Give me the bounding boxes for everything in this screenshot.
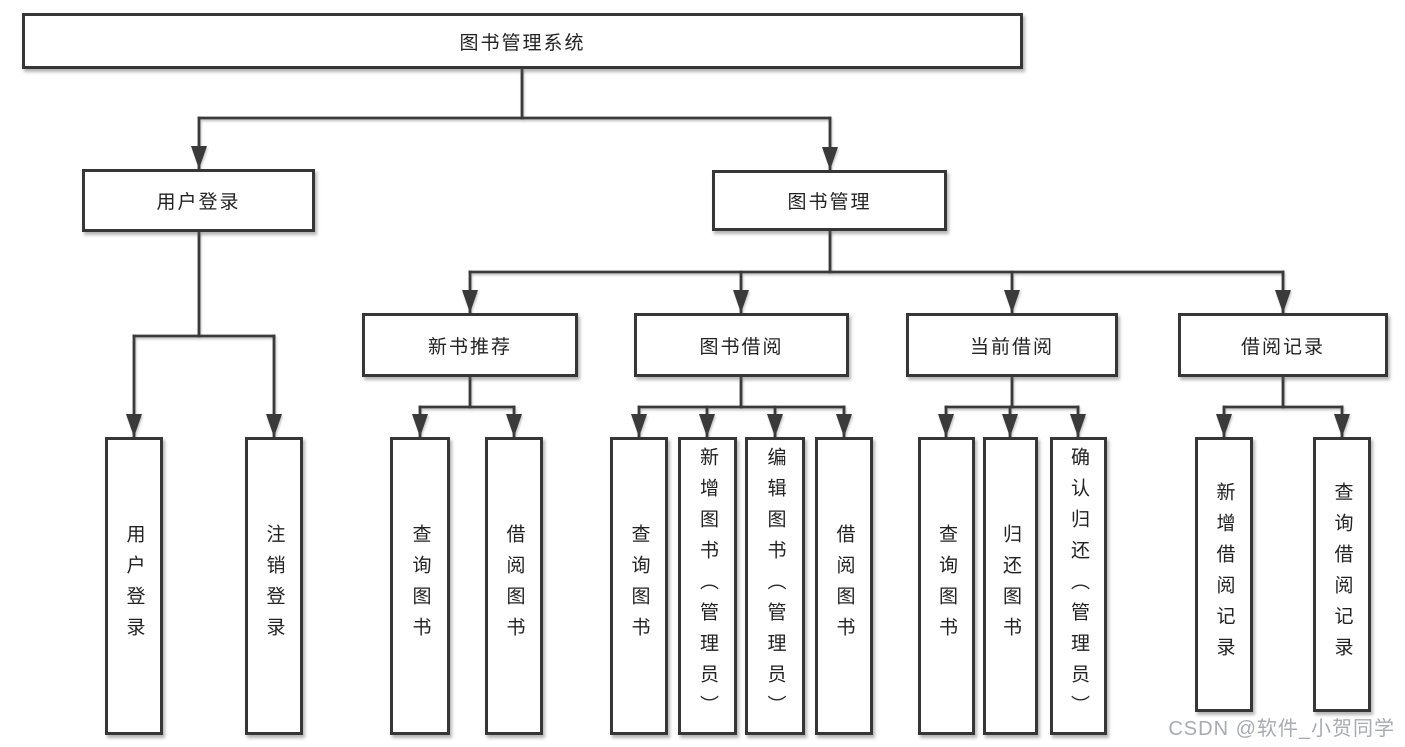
- leaf-label: 归还图书: [1000, 524, 1021, 648]
- node-label: 当前借阅: [969, 336, 1054, 358]
- leaf-label: 编辑图书（管理员）: [764, 446, 786, 726]
- leaf-label: 查询借阅记录: [1331, 481, 1353, 668]
- node-book-borrowing: 图书借阅: [634, 313, 849, 377]
- leaf-label: 查询图书: [628, 524, 650, 648]
- leaf-borrow-add-admin: 新增图书（管理员）: [678, 437, 737, 735]
- node-label: 图书借阅: [699, 336, 784, 358]
- leaf-new-books-query: 查询图书: [390, 437, 450, 735]
- leaf-label: 借阅图书: [833, 524, 855, 648]
- node-label: 新书推荐: [427, 336, 512, 358]
- node-label: 图书管理: [787, 192, 872, 213]
- leaf-label: 注销登录: [263, 524, 285, 648]
- leaf-label: 借阅图书: [503, 524, 525, 648]
- leaf-borrow-borrow: 借阅图书: [815, 437, 873, 735]
- leaf-borrow-query: 查询图书: [610, 437, 668, 735]
- node-borrow-records: 借阅记录: [1178, 313, 1388, 377]
- node-label: 图书管理系统: [459, 32, 586, 54]
- node-user-login: 用户登录: [82, 169, 315, 232]
- node-label: 用户登录: [156, 192, 241, 213]
- leaf-label: 用户登录: [123, 524, 145, 648]
- node-new-book-recommend: 新书推荐: [362, 313, 578, 377]
- leaf-label: 新增图书（管理员）: [697, 446, 718, 726]
- leaf-records-query: 查询借阅记录: [1313, 437, 1371, 712]
- node-label: 借阅记录: [1240, 336, 1325, 358]
- leaf-new-books-borrow: 借阅图书: [485, 437, 543, 735]
- leaf-label: 查询图书: [936, 524, 957, 648]
- leaf-logout: 注销登录: [245, 437, 303, 735]
- leaf-label: 查询图书: [409, 524, 431, 648]
- node-current-borrowing: 当前借阅: [906, 313, 1118, 377]
- node-book-management: 图书管理: [712, 170, 947, 231]
- leaf-user-login: 用户登录: [105, 437, 163, 735]
- leaf-borrow-edit-admin: 编辑图书（管理员）: [745, 437, 805, 735]
- leaf-label: 确认归还（管理员）: [1068, 446, 1089, 726]
- leaf-current-confirm-admin: 确认归还（管理员）: [1050, 437, 1107, 735]
- leaf-current-return: 归还图书: [983, 437, 1038, 735]
- leaf-label: 新增借阅记录: [1213, 481, 1235, 668]
- leaf-current-query: 查询图书: [918, 437, 975, 735]
- leaf-records-add: 新增借阅记录: [1195, 437, 1253, 712]
- node-root: 图书管理系统: [22, 13, 1023, 69]
